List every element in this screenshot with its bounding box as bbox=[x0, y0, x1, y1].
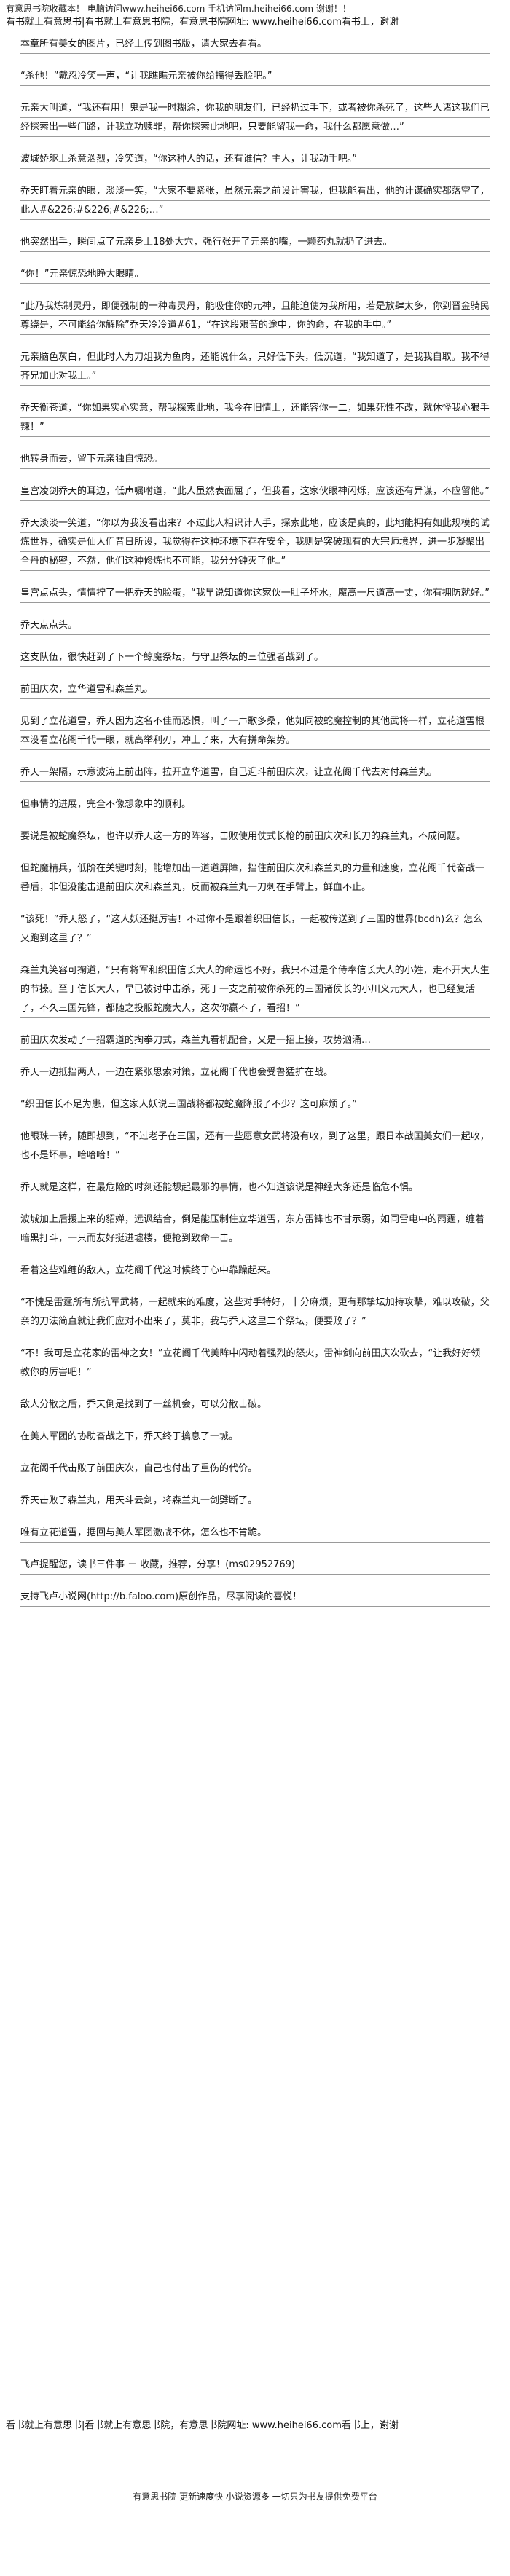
paragraph: 敌人分散之后，乔天倒是找到了一丝机会，可以分散击破。 bbox=[20, 1395, 490, 1414]
paragraph: 前田庆次发动了一招霸道的掏拳刀式，森兰丸看机配合，又是一招上接，攻势汹涌… bbox=[20, 1031, 490, 1050]
paragraph: “织田信长不足为患，但这家人妖说三国战将都被蛇魔降服了不少？这可麻烦了。” bbox=[20, 1095, 490, 1114]
site-header-banner[interactable]: 看书就上有意思书|看书就上有意思书院，有意思书院网址: www.heihei66… bbox=[6, 16, 504, 29]
paragraph: “该死！”乔天怒了，“这人妖还挺厉害！不过你不是跟着织田信长，一起被传送到了三国… bbox=[20, 910, 490, 948]
paragraph: 但事情的进展，完全不像想象中的顺利。 bbox=[20, 795, 490, 814]
paragraph: 乔天一边抵挡两人，一边在紧张思索对策，立花阁千代也会受鲁猛扩在战。 bbox=[20, 1063, 490, 1082]
paragraph: 唯有立花道雪，据回与美人军团激战不休，怎么也不肯跪。 bbox=[20, 1524, 490, 1543]
paragraph: 前田庆次，立华道雪和森兰丸。 bbox=[20, 680, 490, 699]
paragraph: 皇宫点点头，情情拧了一把乔天的脸蛋，“我早说知道你这家伙一肚子坏水，魔高一尺道高… bbox=[20, 584, 490, 603]
paragraph: 见到了立花道雪，乔天因为这名不佳而恐惧，叫了一声歌多桑，他如同被蛇魔控制的其他武… bbox=[20, 712, 490, 750]
paragraph: 元亲大叫道，“我还有用！鬼是我一时糊涂，你我的朋友们，已经扔过手下，或者被你杀死… bbox=[20, 99, 490, 137]
paragraph: 乔天就是这样，在最危险的时刻还能想起最邪的事情，也不知道该说是神经大条还是临危不… bbox=[20, 1178, 490, 1197]
paragraph: 乔天盯着元亲的眼，淡淡一笑，“大家不要紧张，虽然元亲之前设计害我，但我能看出，他… bbox=[20, 182, 490, 220]
paragraph: 波城加上后援上来的貂婵，远讽结合，倒是能压制住立华道雪，东方雷锋也不甘示弱，如同… bbox=[20, 1210, 490, 1248]
site-footer-banner[interactable]: 看书就上有意思书|看书就上有意思书院，有意思书院网址: www.heihei66… bbox=[6, 2419, 504, 2433]
footer-ad: 有意思书院 更新速度快 小说资源多 一切只为书友提供免费平台 bbox=[0, 2491, 510, 2502]
paragraph: 乔天点点头。 bbox=[20, 616, 490, 635]
site-header-text: 看书就上有意思书|看书就上有意思书院，有意思书院网址: www.heihei66… bbox=[6, 17, 399, 28]
chapter-content: 本章所有美女的图片，已经上传到图书版，请大家去看看。 “杀他！”戴忍冷笑一声，“… bbox=[20, 35, 490, 1620]
paragraph: “你！”元亲惊恐地睁大眼睛。 bbox=[20, 265, 490, 284]
paragraph: “杀他！”戴忍冷笑一声，“让我瞧瞧元亲被你给搞得丢脸吧。” bbox=[20, 67, 490, 86]
site-notice-text: 有意思书院收藏本！ 电脑访问www.heihei66.com 手机访问m.hei… bbox=[6, 4, 351, 14]
paragraph: 这支队伍，很快赶到了下一个鲸魔祭坛，与守卫祭坛的三位强者战到了。 bbox=[20, 648, 490, 667]
site-notice-bar: 有意思书院收藏本！ 电脑访问www.heihei66.com 手机访问m.hei… bbox=[6, 3, 504, 15]
paragraph: 乔天击败了森兰丸，用天斗云剑，将森兰丸一剑劈断了。 bbox=[20, 1492, 490, 1510]
paragraph: “不愧是雷霆所有所抗军武将，一起就来的难度，这些对手特好，十分麻烦，更有那挚坛加… bbox=[20, 1293, 490, 1331]
paragraph: 要说是被蛇魔祭坛，也许以乔天这一方的阵容，击败使用仗式长枪的前田庆次和长刀的森兰… bbox=[20, 827, 490, 846]
paragraph: 乔天一架隔，示意波涛上前出阵，拉开立华道雪，自己迎斗前田庆次，让立花阁千代去对付… bbox=[20, 763, 490, 782]
paragraph: 乔天淡淡一笑道，“你以为我没看出来？不过此人相识计人手，探索此地，应该是真的，此… bbox=[20, 514, 490, 571]
paragraph: 但蛇魔精兵，低阶在关键时刻，能增加出一道道屏障，挡住前田庆次和森兰丸的力量和速度… bbox=[20, 859, 490, 897]
paragraph: 看着这些难缠的敌人，立花阁千代这时候终于心中靠躁起来。 bbox=[20, 1261, 490, 1280]
paragraph: 森兰丸笑容可掬道，“只有将军和织田信长大人的命运也不好，我只不过是个侍奉信长大人… bbox=[20, 961, 490, 1018]
footer-ad-text: 有意思书院 更新速度快 小说资源多 一切只为书友提供免费平台 bbox=[133, 2492, 377, 2502]
support-link[interactable]: 支持飞卢小说网(http://b.faloo.com)原创作品，尽享阅读的喜悦！ bbox=[20, 1588, 490, 1607]
site-footer-text: 看书就上有意思书|看书就上有意思书院，有意思书院网址: www.heihei66… bbox=[6, 2420, 399, 2431]
paragraph: 乔天衡苍道，“你如果实心实意，帮我探索此地，我今在旧情上，还能容你一二，如果死性… bbox=[20, 399, 490, 437]
paragraph: 立花阁千代击败了前田庆次，自己也付出了重伤的代价。 bbox=[20, 1460, 490, 1478]
paragraph: “此乃我炼制灵丹，即便强制的一种毒灵丹，能吸住你的元神，且能迫使为我所用，若是放… bbox=[20, 297, 490, 335]
paragraph: 在美人军团的协助奋战之下，乔天终于擒息了一城。 bbox=[20, 1427, 490, 1446]
paragraph: 波城娇躯上杀意汹烈，冷笑道，“你这种人的话，还有谁信？主人，让我动手吧。” bbox=[20, 150, 490, 169]
paragraph: 他突然出手，瞬间点了元亲身上18处大穴，强行张开了元亲的嘴，一颗药丸就扔了进去。 bbox=[20, 233, 490, 252]
paragraph: 他转身而去，留下元亲独自惊恐。 bbox=[20, 450, 490, 469]
paragraph: 元亲脑色灰白，但此时人为刀俎我为鱼肉，还能说什么，只好低下头，低沉道，“我知道了… bbox=[20, 348, 490, 386]
paragraph: 本章所有美女的图片，已经上传到图书版，请大家去看看。 bbox=[20, 35, 490, 54]
paragraph: “不！我可是立花家的雷神之女！”立花阁千代美眸中闪动着强烈的怒火，雷神剑向前田庆… bbox=[20, 1344, 490, 1382]
paragraph: 皇宫凌剑乔天的耳边，低声嘱咐道，“此人虽然表面屈了，但我看，这家伙眼神闪烁，应该… bbox=[20, 482, 490, 501]
promo-reminder: 飞卢提醒您，读书三件事 － 收藏，推荐，分享！(ms02952769) bbox=[20, 1556, 490, 1575]
paragraph: 他眼珠一转，随即想到，“不过老子在三国，还有一些愿意女武将没有收，到了这里，跟日… bbox=[20, 1127, 490, 1165]
